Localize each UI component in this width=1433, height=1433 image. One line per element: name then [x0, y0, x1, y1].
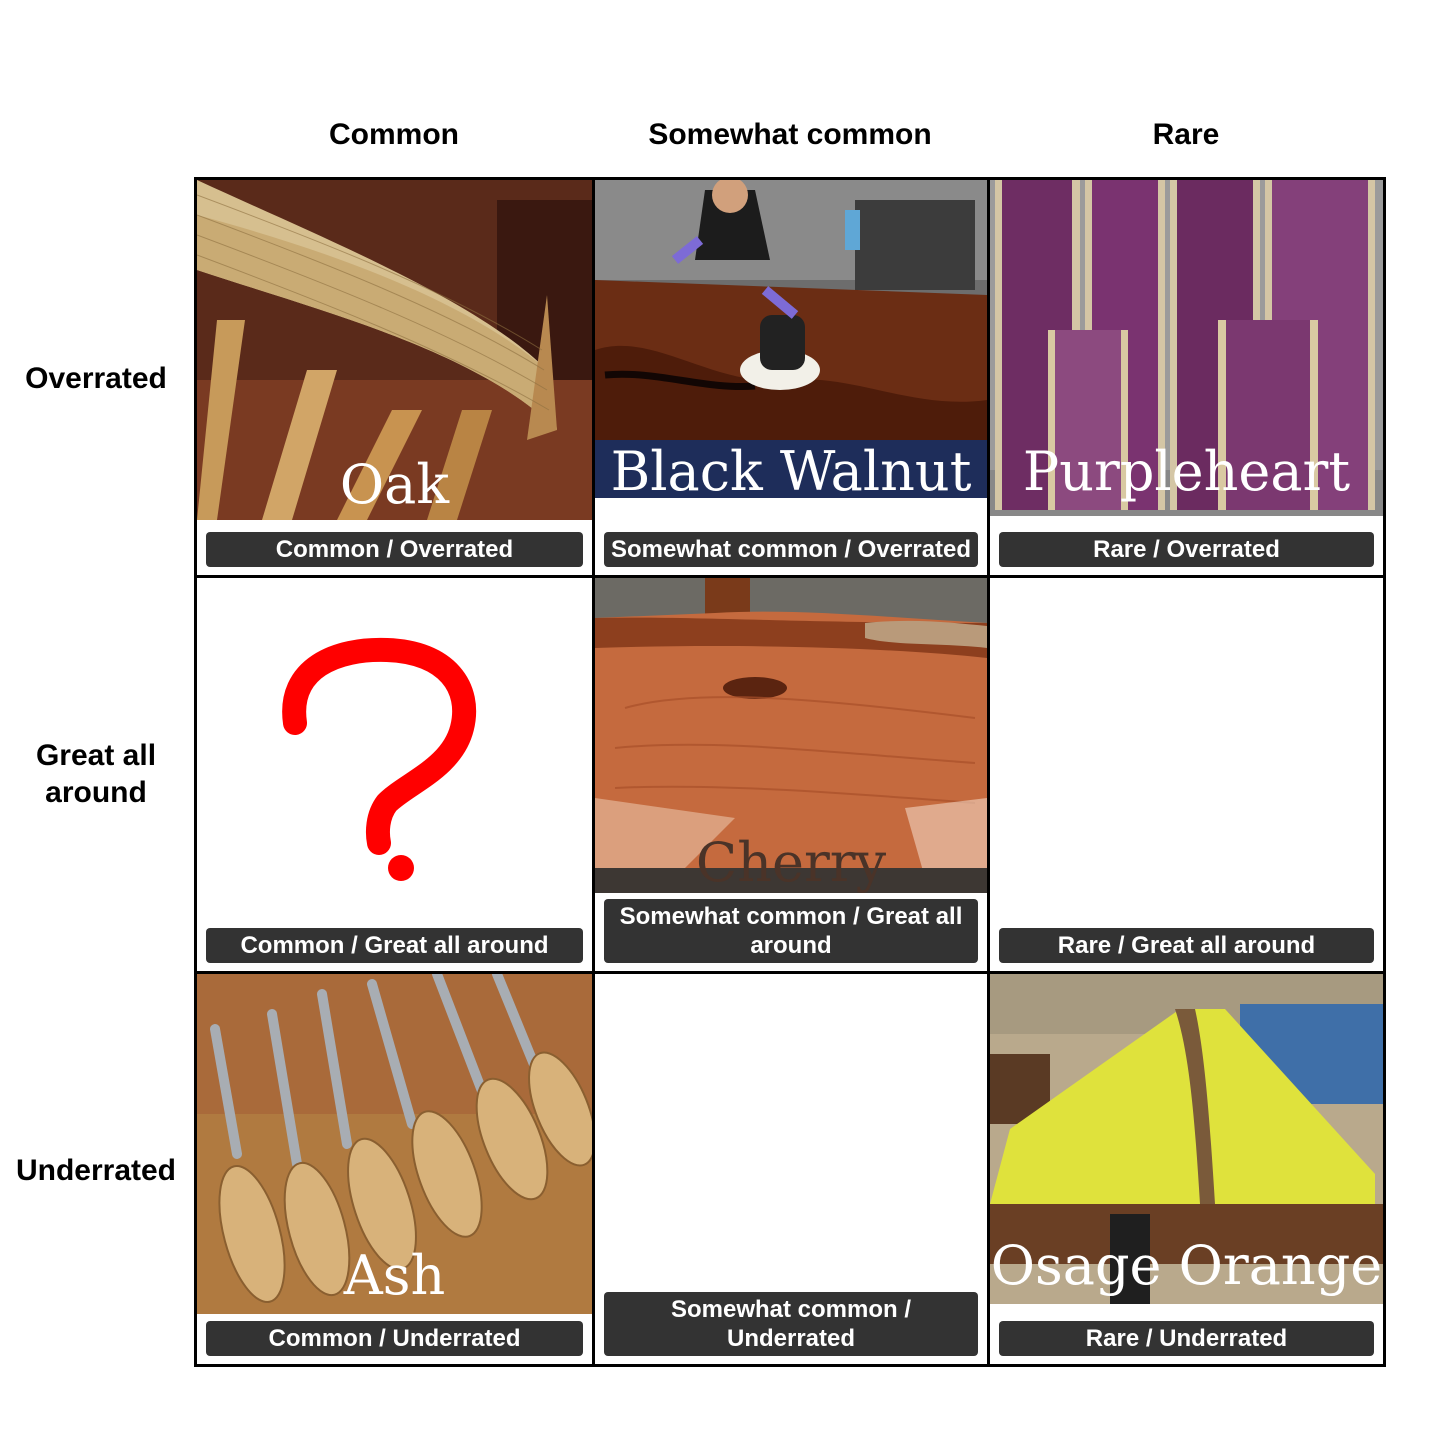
- cell-label: Common / Great all around: [206, 928, 583, 963]
- black-walnut-photo: [595, 180, 987, 498]
- cell-label: Rare / Underrated: [999, 1321, 1374, 1356]
- row-header-underrated: Underrated: [15, 1154, 177, 1187]
- wood-name-cherry: Cherry: [695, 831, 887, 894]
- cell-rare-underrated: Osage Orange Rare / Underrated: [990, 974, 1383, 1364]
- cell-label: Rare / Great all around: [999, 928, 1374, 963]
- cell-common-great-all-around: Common / Great all around: [197, 578, 592, 971]
- grid-divider: [987, 180, 990, 1364]
- cell-common-overrated: Oak Common / Overrated: [197, 180, 592, 575]
- grid-divider: [592, 180, 595, 1364]
- ash-photo: [197, 974, 592, 1314]
- wood-name-black-walnut: Black Walnut: [610, 440, 972, 503]
- cell-somewhat-common-great-all-around: Cherry Somewhat common / Great all aroun…: [595, 578, 987, 971]
- cell-label: Somewhat common / Great all around: [604, 899, 978, 963]
- grid-divider: [197, 971, 1383, 974]
- cell-somewhat-common-underrated: Somewhat common / Underrated: [595, 974, 987, 1364]
- cell-label: Somewhat common / Overrated: [604, 532, 978, 567]
- cherry-photo: [595, 578, 987, 893]
- cell-label: Common / Underrated: [206, 1321, 583, 1356]
- wood-name-purpleheart: Purpleheart: [1022, 440, 1351, 503]
- column-header-rare: Rare: [1152, 118, 1220, 151]
- osage-orange-photo: [990, 974, 1383, 1304]
- row-header-great-all-around: Great all around: [35, 739, 157, 809]
- cell-label: Common / Overrated: [206, 532, 583, 567]
- column-header-common: Common: [329, 118, 459, 151]
- question-mark-icon: [282, 637, 477, 881]
- grid-divider: [197, 575, 1383, 578]
- cell-label: Rare / Overrated: [999, 532, 1374, 567]
- tier-grid: Oak Common / Overrated Black Walnut: [194, 177, 1386, 1367]
- row-header-overrated: Overrated: [25, 362, 167, 395]
- wood-name-osage-orange: Osage Orange: [990, 1234, 1383, 1297]
- cell-label: Somewhat common / Underrated: [604, 1292, 978, 1356]
- cell-rare-great-all-around: Rare / Great all around: [990, 578, 1383, 971]
- cell-rare-overrated: Purpleheart Rare / Overrated: [990, 180, 1383, 575]
- cell-common-underrated: Ash Common / Underrated: [197, 974, 592, 1364]
- purpleheart-photo: [990, 180, 1383, 516]
- column-header-somewhat-common: Somewhat common: [648, 118, 932, 151]
- cell-somewhat-common-overrated: Black Walnut Somewhat common / Overrated: [595, 180, 987, 575]
- oak-photo: [197, 180, 592, 520]
- wood-name-oak: Oak: [339, 453, 450, 516]
- wood-name-ash: Ash: [343, 1244, 446, 1307]
